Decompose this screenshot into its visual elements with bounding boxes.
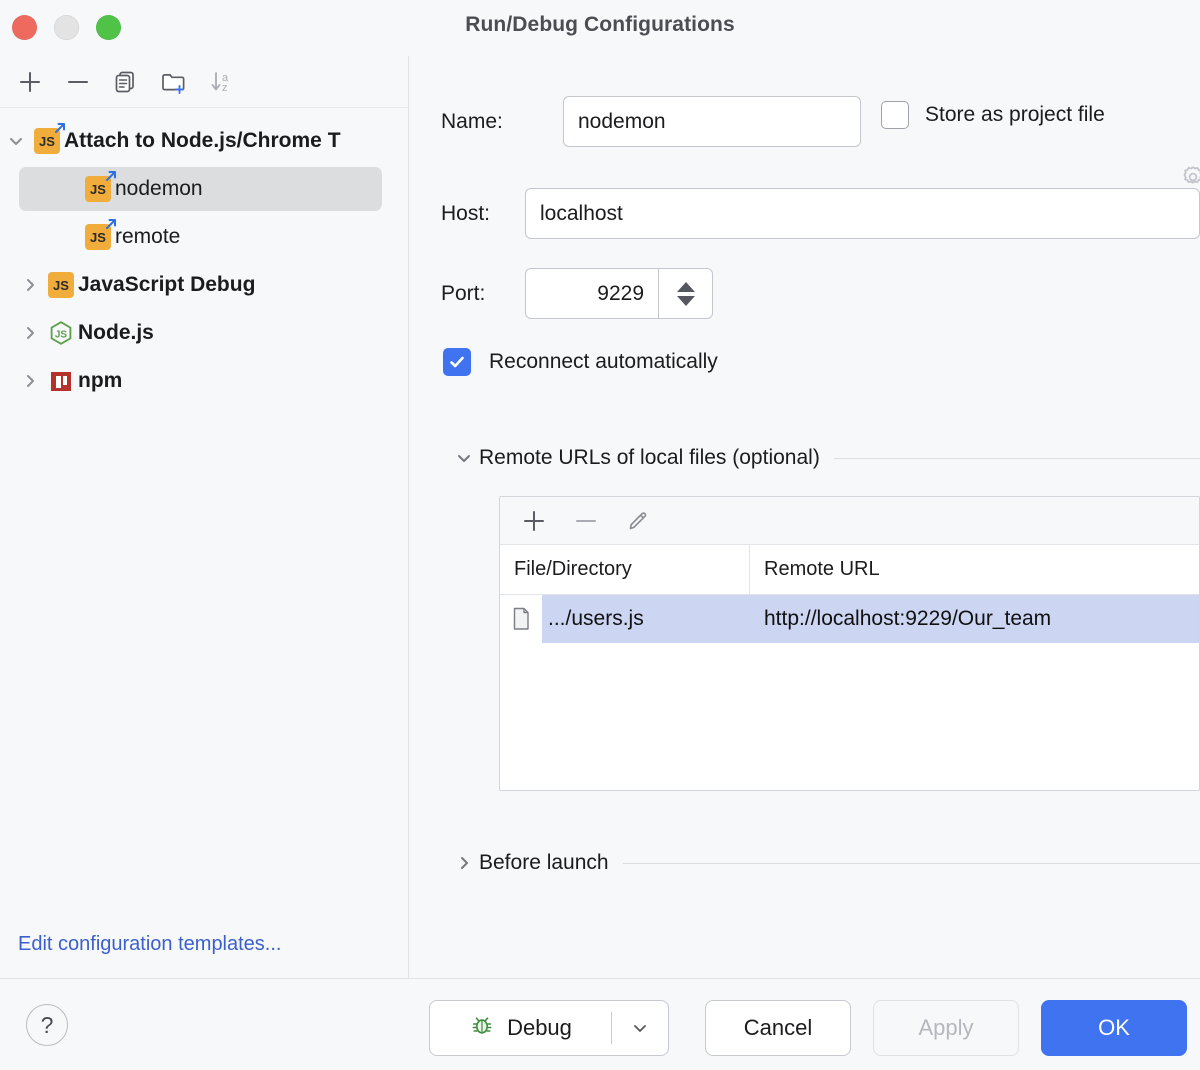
check-icon [450,356,464,368]
tree-item-label: Node.js [78,321,154,344]
host-field-row: Host: localhost [441,188,1200,239]
port-label: Port: [441,281,486,305]
edit-configuration-templates-link[interactable]: Edit configuration templates... [18,933,282,955]
chevron-right-icon[interactable] [14,371,46,391]
remote-urls-table-header: File/Directory Remote URL [500,545,1199,595]
js-remote-icon: JS [83,219,116,250]
add-mapping-button[interactable] [512,501,556,541]
port-stepper-buttons[interactable] [658,269,712,318]
minimize-window-button[interactable] [54,15,79,40]
tree-item-label: JavaScript Debug [78,273,256,296]
npm-icon [46,367,76,395]
tree-item-label: Attach to Node.js/Chrome T [64,129,341,152]
stepper-up-icon[interactable] [676,281,695,292]
remove-configuration-button[interactable] [56,62,100,102]
cell-remote-url[interactable]: http://localhost:9229/Our_team [750,595,1199,643]
js-icon: JS [46,272,76,298]
tree-item-nodejs[interactable]: JS Node.js [0,309,408,357]
store-as-project-file-checkbox[interactable] [881,101,909,129]
edit-mapping-button[interactable] [616,501,660,541]
before-launch-section-title: Before launch [479,851,609,874]
tree-item-nodemon[interactable]: JS nodemon [0,165,408,213]
remote-urls-section-title: Remote URLs of local files (optional) [479,446,820,469]
name-label: Name: [441,109,503,133]
file-icon [500,595,542,643]
split-button-divider [611,1012,612,1044]
before-launch-section-header[interactable]: Before launch [449,851,1200,875]
name-input[interactable]: nodemon [563,96,861,147]
new-folder-button[interactable] [152,62,196,102]
section-divider [833,457,1200,459]
name-field-row: Name: nodemon [441,96,861,147]
reconnect-automatically-label: Reconnect automatically [489,350,718,373]
ok-button[interactable]: OK [1041,1000,1187,1056]
remote-arrow-icon [106,219,116,229]
nodejs-icon: JS [46,319,76,347]
configuration-editor-panel: Name: nodemon Store as project file Host… [409,56,1200,978]
chevron-right-icon[interactable] [14,275,46,295]
section-divider [622,862,1200,864]
remote-urls-toolbar [500,497,1199,545]
chevron-down-icon[interactable] [612,1018,668,1038]
help-button[interactable]: ? [26,1004,68,1046]
sort-configurations-button[interactable]: a z [200,62,244,102]
apply-button[interactable]: Apply [873,1000,1019,1056]
store-as-project-file-row[interactable]: Store as project file [881,101,1105,129]
configurations-sidebar: a z JS Attach to Node.js/Chrome [0,56,409,978]
chevron-right-icon[interactable] [14,323,46,343]
port-field-row: Port: 9229 [441,268,713,319]
cancel-button[interactable]: Cancel [705,1000,851,1056]
tree-item-npm[interactable]: npm [0,357,408,405]
remote-arrow-icon [106,171,116,181]
tree-item-label: npm [78,369,123,392]
close-window-button[interactable] [12,15,37,40]
chevron-down-icon[interactable] [449,448,479,468]
tree-item-remote[interactable]: JS remote [0,213,408,261]
configurations-tree[interactable]: JS Attach to Node.js/Chrome T JS [0,108,408,978]
js-remote-icon: JS [83,171,116,202]
reconnect-automatically-row[interactable]: Reconnect automatically [443,348,718,376]
host-input[interactable]: localhost [525,188,1200,239]
debug-button[interactable]: Debug [430,1012,611,1044]
dialog-title: Run/Debug Configurations [465,13,735,36]
debug-button-label: Debug [507,1015,572,1040]
store-as-project-file-label: Store as project file [925,103,1105,126]
zoom-window-button[interactable] [96,15,121,40]
host-label: Host: [441,201,491,225]
tree-item-label: nodemon [115,177,203,200]
debug-split-button[interactable]: Debug [429,1000,669,1056]
table-row[interactable]: .../users.js http://localhost:9229/Our_t… [500,595,1199,643]
port-input[interactable]: 9229 [597,281,644,305]
svg-text:a: a [222,72,229,84]
js-remote-icon: JS [32,123,65,154]
reconnect-automatically-checkbox[interactable] [443,348,471,376]
add-configuration-button[interactable] [8,62,52,102]
bug-icon [469,1012,495,1044]
remove-mapping-button[interactable] [564,501,608,541]
gear-icon[interactable] [1180,164,1200,190]
chevron-right-icon[interactable] [449,853,479,873]
stepper-down-icon[interactable] [676,295,695,306]
tree-item-javascript-debug[interactable]: JS JavaScript Debug [0,261,408,309]
remote-urls-section-header[interactable]: Remote URLs of local files (optional) [449,446,1200,470]
remote-arrow-icon [55,123,65,133]
sidebar-toolbar: a z [0,56,408,108]
window-controls [12,15,121,40]
title-bar: Run/Debug Configurations [0,0,1200,56]
tree-item-label: remote [115,225,181,248]
svg-text:z: z [222,82,228,94]
cell-file-directory[interactable]: .../users.js [542,595,750,643]
port-stepper[interactable]: 9229 [525,268,713,319]
svg-text:JS: JS [55,330,68,341]
tree-item-attach-to-node-chrome[interactable]: JS Attach to Node.js/Chrome T [0,117,408,165]
column-header-file-directory[interactable]: File/Directory [500,545,750,594]
copy-configuration-button[interactable] [104,62,148,102]
chevron-down-icon[interactable] [0,131,32,151]
column-header-remote-url[interactable]: Remote URL [764,558,880,580]
remote-urls-table[interactable]: File/Directory Remote URL .../users.js h… [499,496,1200,791]
